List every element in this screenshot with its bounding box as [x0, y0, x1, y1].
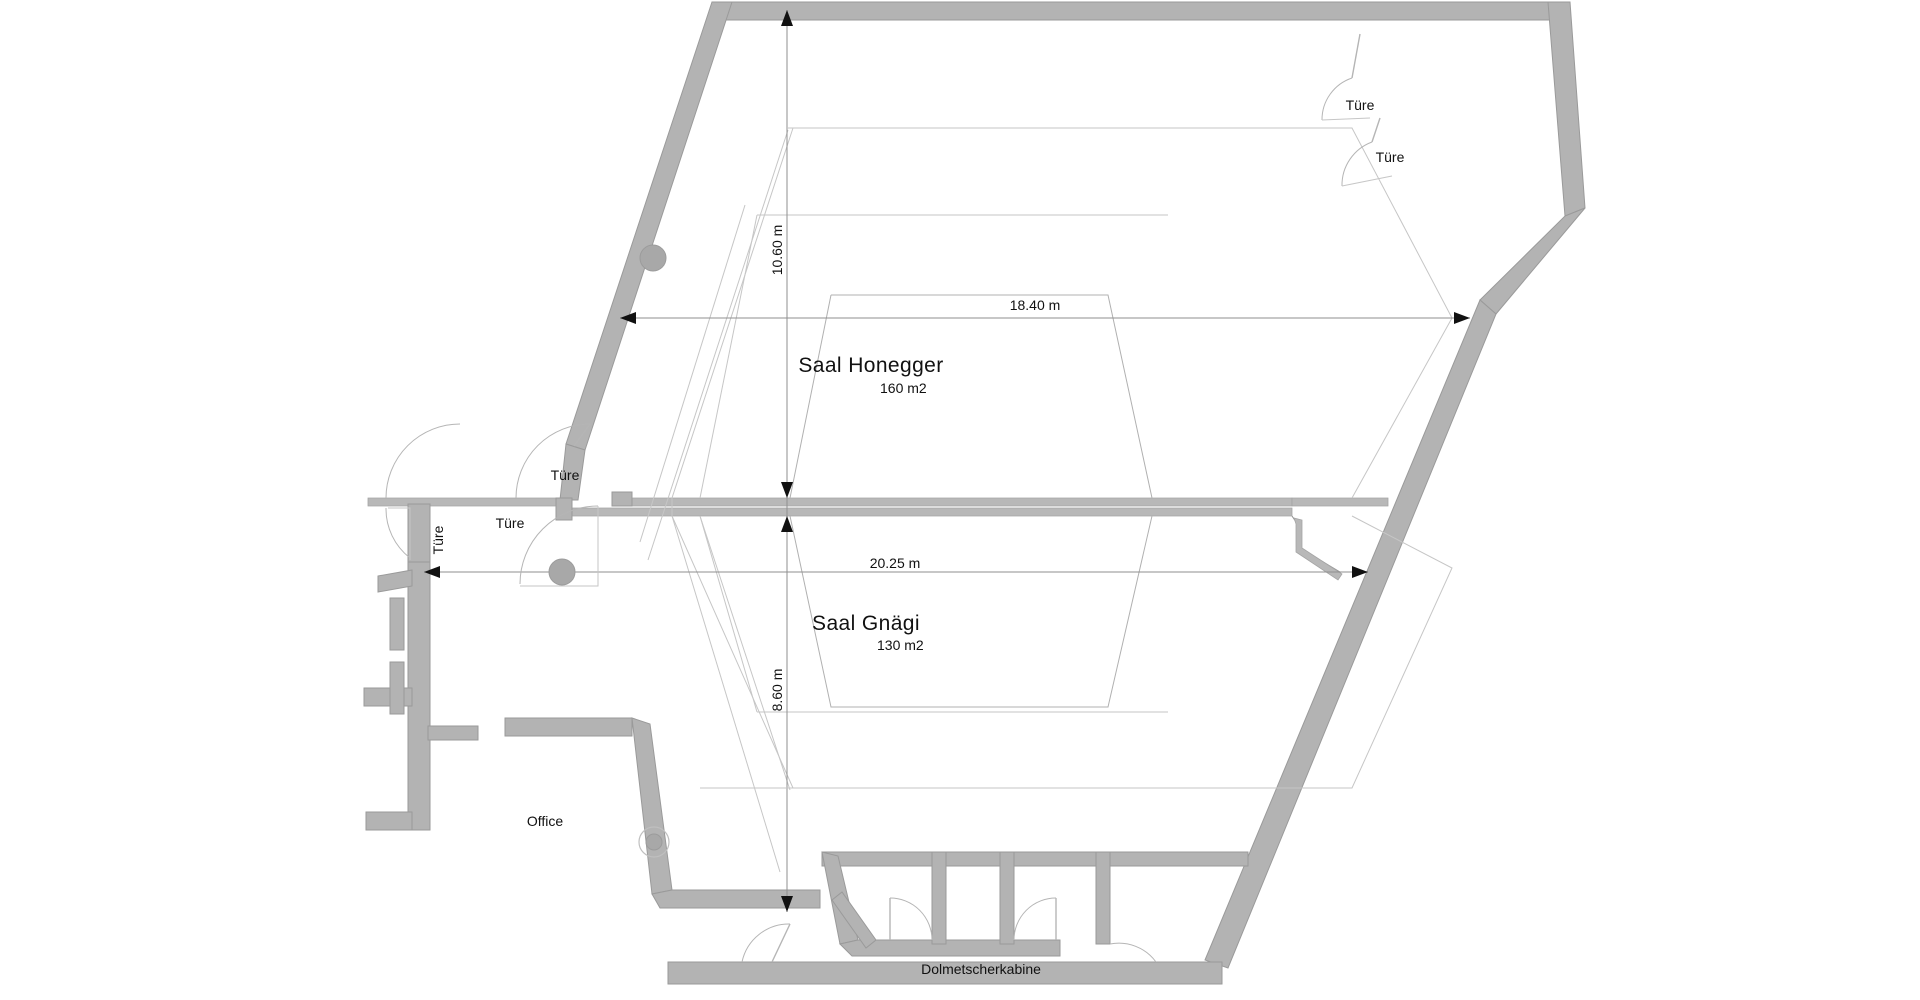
wall-right-step [1291, 497, 1389, 507]
wall-core-inner-2 [389, 661, 405, 715]
door-label-top-right-2: Türe [1376, 149, 1405, 165]
round-column [548, 558, 576, 586]
text-labels: Saal Honegger 160 m2 Saal Gnägi 130 m2 O… [430, 97, 1405, 977]
dimension-label-10-60: 10.60 m [769, 225, 785, 276]
door-label-top-right-1: Türe [1346, 97, 1375, 113]
door-swing-arc [889, 897, 933, 941]
door-leaf [1351, 33, 1361, 79]
door-leaf [573, 423, 591, 447]
wall-booth-divider-2 [999, 851, 1015, 945]
hall-guide-diagonal-d [671, 515, 781, 873]
door-label-left-upper: Türe [551, 467, 580, 483]
door-jamb-line [520, 506, 599, 587]
dimension-arrow [1454, 312, 1470, 324]
wall-office-bottom [651, 889, 821, 909]
room-label-office: Office [527, 813, 564, 829]
door-label-left-vertical: Türe [430, 525, 446, 554]
wall-right-diagonal [1204, 299, 1497, 969]
hall-guide-diagonal-a [647, 129, 789, 561]
dimension-arrow [781, 10, 793, 26]
ringed-column-ring [638, 826, 670, 858]
hall-guide-diagonal-c [699, 515, 791, 791]
door-swing-arc [515, 423, 591, 499]
hall-outline-inner-left [699, 214, 758, 499]
wall-right-notch [1479, 207, 1586, 315]
door-jamb-line [388, 507, 411, 560]
wall-hall-divider [629, 497, 1293, 507]
door-swing-arc [519, 505, 599, 585]
wall-office-diagonal [631, 717, 673, 895]
wall-core-inner-1 [389, 597, 405, 651]
hall-guide-diagonal-b [639, 204, 746, 543]
hall-outline-left-diagonal [671, 127, 794, 789]
dimension-arrow [424, 566, 440, 578]
dimension-label-18-40: 18.40 m [1010, 297, 1061, 313]
door-swing-arc [1109, 942, 1157, 963]
wall-bottom [667, 961, 1223, 985]
room-outline-honegger-left [789, 294, 832, 499]
dimension-label-8-60: 8.60 m [769, 669, 785, 712]
wall-left-entry-stub [559, 443, 586, 501]
door-leaf [771, 923, 791, 963]
room-area-saal-gnaegi: 130 m2 [877, 637, 924, 653]
wall-booth-divider-1 [931, 851, 947, 945]
wall-divider-jog-2 [611, 491, 633, 507]
wall-booth-top [821, 851, 1249, 867]
dimension-arrow [1352, 566, 1368, 578]
door-swing-arc [1321, 77, 1353, 121]
door-swing-arc [1341, 141, 1373, 187]
room-label-saal-gnaegi: Saal Gnägi [812, 612, 920, 635]
door-leaf [1371, 117, 1381, 143]
dimension-arrow [781, 896, 793, 912]
wall-right-step-body [1293, 517, 1343, 581]
wall-upper-left-diagonal [565, 1, 733, 451]
hall-outline-outer-lower [793, 515, 1453, 789]
hall-outline-inner-left-2 [699, 515, 758, 713]
columns [548, 244, 670, 858]
round-column [639, 244, 667, 272]
left-service-core [363, 503, 479, 831]
door-swing-arc [385, 423, 461, 499]
wall-hall-divider-lower [565, 507, 1293, 517]
wall-core-stub-3 [427, 725, 479, 741]
wall-core-stub-1 [377, 569, 413, 593]
wall-right-step-outline [1291, 515, 1368, 573]
wall-corridor-top [367, 497, 567, 507]
wall-top-right-diagonal [1547, 1, 1586, 217]
wall-core-stub-2 [363, 687, 413, 707]
dimension-arrow [620, 312, 636, 324]
wall-core-top-cap [407, 503, 431, 563]
door-jamb-line [1341, 175, 1393, 187]
dimension-arrow [781, 516, 793, 532]
dimension-arrow [781, 482, 793, 498]
hall-outlines [639, 127, 1453, 873]
dimension-label-20-25: 20.25 m [870, 555, 921, 571]
office-walls [504, 717, 821, 909]
door-swing-arc [741, 923, 791, 963]
room-outline-gnaegi [789, 515, 1153, 708]
wall-office-top [504, 717, 633, 737]
wall-divider-jog [555, 497, 573, 521]
outer-walls [367, 1, 1586, 985]
dimension-lines [424, 10, 1470, 912]
door-jamb-line [1321, 117, 1371, 121]
wall-top [711, 1, 1561, 21]
door-label-left-mid: Türe [496, 515, 525, 531]
wall-booth-brace [831, 891, 877, 949]
wall-booth-divider-3 [1095, 851, 1111, 945]
dolmetscherkabine-booths [741, 851, 1249, 963]
hall-outline-outer [793, 127, 1453, 499]
door-swing-arc [385, 507, 411, 559]
room-label-saal-honegger: Saal Honegger [798, 354, 943, 377]
room-area-saal-honegger: 160 m2 [880, 380, 927, 396]
door-swing-arc [1013, 897, 1057, 941]
room-outline-honegger [831, 294, 1153, 499]
wall-core-stub-4 [365, 811, 413, 831]
room-label-dolmetscherkabine: Dolmetscherkabine [921, 961, 1041, 977]
doors [385, 33, 1393, 587]
ringed-column [645, 833, 663, 851]
